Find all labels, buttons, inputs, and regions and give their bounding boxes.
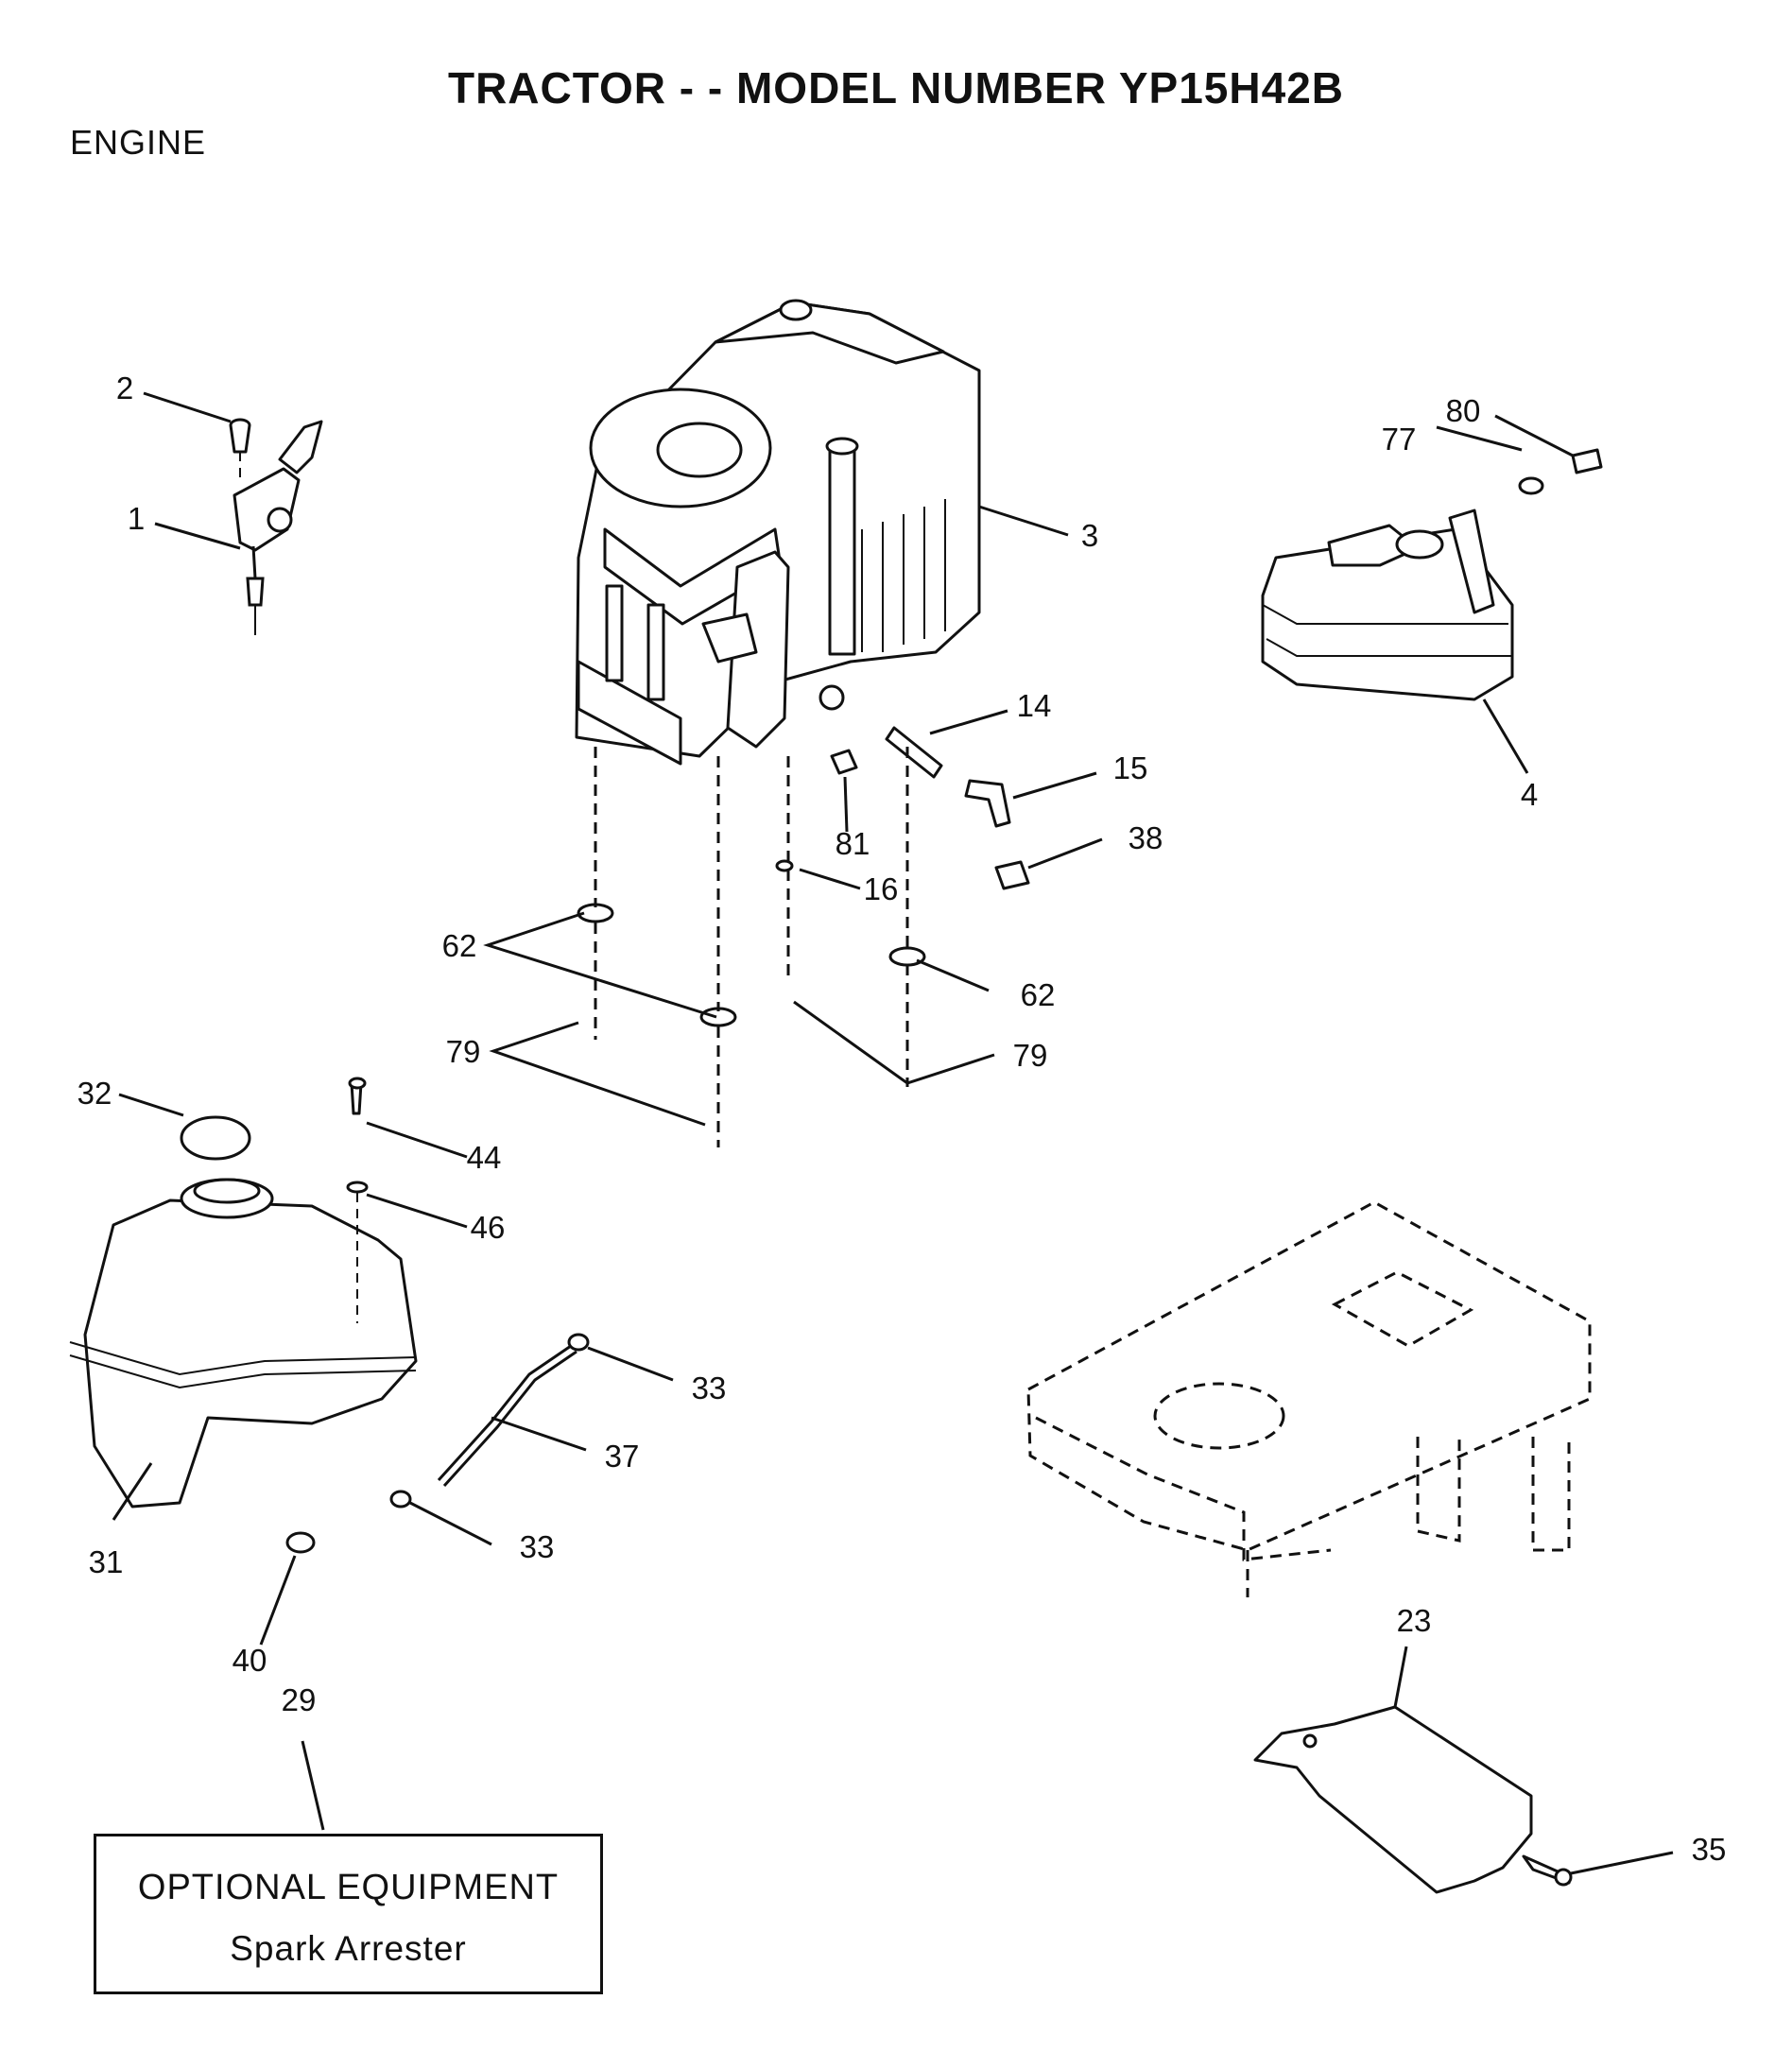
callout-40: 40: [233, 1643, 267, 1678]
callout-16: 16: [864, 871, 899, 906]
muffler-illustration: [1261, 448, 1603, 701]
callout-32: 32: [78, 1076, 112, 1111]
leader-lines: [112, 391, 1674, 1875]
callout-2: 2: [116, 371, 133, 405]
callout-4: 4: [1521, 777, 1538, 812]
shield-illustration: [1253, 1705, 1573, 1894]
callout-80: 80: [1446, 393, 1481, 428]
callout-3: 3: [1081, 518, 1098, 553]
callout-77: 77: [1382, 422, 1417, 457]
callout-33-top: 33: [692, 1371, 727, 1405]
callout-38: 38: [1129, 820, 1163, 855]
callout-37: 37: [605, 1439, 640, 1474]
fuel-line-illustration: [389, 1333, 590, 1509]
callout-15: 15: [1113, 750, 1148, 785]
fuel-tank-illustration: [69, 1077, 418, 1554]
callout-62-left: 62: [442, 928, 477, 963]
callout-23: 23: [1397, 1603, 1432, 1638]
callout-79-left: 79: [446, 1034, 481, 1069]
callout-14: 14: [1017, 688, 1052, 723]
optional-equipment-item: Spark Arrester: [230, 1929, 467, 1968]
callout-62-right: 62: [1021, 977, 1056, 1012]
callout-29: 29: [282, 1682, 317, 1717]
callout-46: 46: [471, 1210, 506, 1245]
callout-33-bottom: 33: [520, 1529, 555, 1564]
optional-equipment-title: OPTIONAL EQUIPMENT: [137, 1868, 560, 1907]
page-title: TRACTOR - - MODEL NUMBER YP15H42B: [447, 63, 1344, 112]
callout-1: 1: [128, 501, 145, 536]
mounting-hardware: [577, 747, 926, 1147]
engine-illustration: [575, 299, 981, 766]
fuel-pipe-assembly: [830, 726, 1030, 890]
throttle-control-illustration: [229, 418, 323, 635]
callout-81: 81: [836, 826, 870, 861]
section-label: ENGINE: [70, 123, 207, 162]
optional-equipment-box: OPTIONAL EQUIPMENT Spark Arrester: [94, 1834, 603, 1994]
callout-31: 31: [89, 1544, 124, 1579]
callout-44: 44: [467, 1140, 502, 1175]
callout-79-right: 79: [1013, 1038, 1048, 1073]
frame-outline: [1026, 1200, 1592, 1597]
callout-35: 35: [1692, 1832, 1727, 1867]
callout-numbers: 1 2 3 4 14 15 16 23 29 31 32 33 33 35 37…: [78, 371, 1727, 1867]
